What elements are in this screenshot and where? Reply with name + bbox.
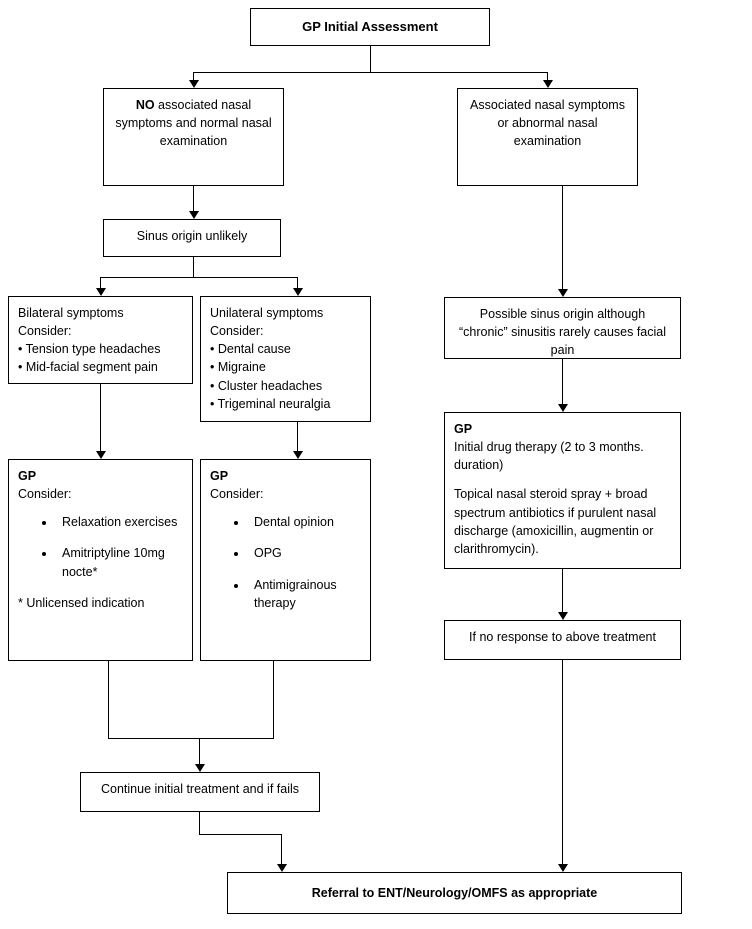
list-item: Relaxation exercises [56,513,183,531]
list-item: Dental opinion [248,513,361,531]
node-if-no-response: If no response to above treatment [444,620,681,660]
node-possible-sinus-origin-label: Possible sinus origin although “chronic”… [458,307,666,358]
node-bilateral-symptoms-list: • Tension type headaches • Mid-facial se… [18,340,183,376]
connector-split-bilateral-unilateral-bar [100,277,298,278]
node-gp-consider-left-heading: GP [18,469,37,483]
node-if-no-response-label: If no response to above treatment [469,630,656,644]
list-item: OPG [248,544,361,562]
list-item: • Cluster headaches [210,378,323,393]
node-sinus-origin-unlikely-label: Sinus origin unlikely [136,229,248,243]
node-bilateral-symptoms-subheading: Consider: [18,324,72,339]
node-unilateral-symptoms-list: • Dental cause • Migraine • Cluster head… [210,340,361,413]
connector-to-unilateral [297,277,298,288]
arrow-to-unilateral [293,288,303,296]
connector-merge-bar [108,738,274,739]
connector-gp-left-down [108,661,109,738]
node-gp-consider-right: GP Consider: Dental opinion OPG Antimigr… [200,459,371,661]
node-no-associated-nasal-symptoms-rest: associated nasal symptoms and normal nas… [115,98,272,149]
node-gp-consider-right-heading: GP [210,469,229,483]
node-referral-label: Referral to ENT/Neurology/OMFS as approp… [311,885,598,900]
node-continue-initial-treatment-label: Continue initial treatment and if fails [100,782,300,796]
node-continue-initial-treatment: Continue initial treatment and if fails [80,772,320,812]
node-unilateral-symptoms-subheading: Consider: [210,324,264,339]
list-item: • Mid-facial segment pain [18,360,158,375]
list-item: • Migraine [210,360,266,375]
node-gp-initial-assessment-label: GP Initial Assessment [302,18,438,34]
connector-to-no-nasal [193,72,194,80]
connector-unilateral-to-gp-right [297,422,298,451]
connector-to-bilateral [100,277,101,288]
connector-no-response-to-referral [562,660,563,864]
node-gp-initial-drug-therapy-para-2: Topical nasal steroid spray + broad spec… [454,487,657,556]
node-gp-initial-drug-therapy: GP Initial drug therapy (2 to 3 months. … [444,412,681,569]
node-no-associated-nasal-symptoms: NO associated nasal symptoms and normal … [103,88,284,186]
connector-continue-down [199,812,200,834]
arrow-to-continue [195,764,205,772]
connector-continue-right-bar [199,834,282,835]
arrow-to-referral-right [558,864,568,872]
node-gp-consider-right-list: Dental opinion OPG Antimigrainous therap… [210,513,361,612]
node-bilateral-symptoms-heading: Bilateral symptoms [18,306,124,320]
list-item: Amitriptyline 10mg nocte* [56,544,183,580]
connector-possible-sinus-to-gp-drug [562,359,563,404]
connector-continue-to-referral [281,834,282,864]
node-gp-consider-left-list: Relaxation exercises Amitriptyline 10mg … [18,513,183,580]
connector-start-down [370,46,371,72]
connector-assoc-nasal-to-possible-sinus [562,186,563,289]
arrow-to-gp-right [293,451,303,459]
connector-no-nasal-to-sinus [193,186,194,211]
node-associated-nasal-symptoms-label: Associated nasal symptoms or abnormal na… [470,98,625,149]
node-associated-nasal-symptoms: Associated nasal symptoms or abnormal na… [457,88,638,186]
node-sinus-origin-unlikely: Sinus origin unlikely [103,219,281,257]
node-referral: Referral to ENT/Neurology/OMFS as approp… [227,872,682,914]
arrow-to-possible-sinus [558,289,568,297]
list-item: • Trigeminal neuralgia [210,396,331,411]
arrow-to-gp-drug [558,404,568,412]
connector-gp-drug-to-no-response [562,569,563,612]
arrow-to-sinus-unlikely [189,211,199,219]
node-gp-initial-drug-therapy-heading: GP [454,422,473,436]
node-gp-initial-drug-therapy-para-1: Initial drug therapy (2 to 3 months. dur… [454,440,644,473]
node-possible-sinus-origin: Possible sinus origin although “chronic”… [444,297,681,359]
node-gp-initial-assessment: GP Initial Assessment [250,8,490,46]
node-gp-consider-left-subheading: Consider: [18,487,72,502]
list-item: Antimigrainous therapy [248,576,361,612]
node-unilateral-symptoms: Unilateral symptoms Consider: • Dental c… [200,296,371,422]
node-bilateral-symptoms: Bilateral symptoms Consider: • Tension t… [8,296,193,384]
arrow-to-gp-left [96,451,106,459]
node-gp-consider-left: GP Consider: Relaxation exercises Amitri… [8,459,193,661]
connector-merge-to-continue [199,738,200,764]
arrow-to-no-nasal [189,80,199,88]
connector-bilateral-to-gp-left [100,384,101,451]
connector-gp-right-down [273,661,274,738]
connector-split-top-bar [193,72,548,73]
node-gp-consider-left-footnote: * Unlicensed indication [18,595,145,610]
arrow-to-referral-left [277,864,287,872]
arrow-to-no-response [558,612,568,620]
list-item: • Dental cause [210,342,291,357]
arrow-to-bilateral [96,288,106,296]
list-item: • Tension type headaches [18,342,161,357]
node-gp-consider-right-subheading: Consider: [210,487,264,502]
node-unilateral-symptoms-heading: Unilateral symptoms [210,306,324,320]
arrow-to-assoc-nasal [543,80,553,88]
connector-to-assoc-nasal [547,72,548,80]
node-no-associated-nasal-symptoms-lead: NO [135,98,155,112]
connector-sinus-down [193,257,194,277]
